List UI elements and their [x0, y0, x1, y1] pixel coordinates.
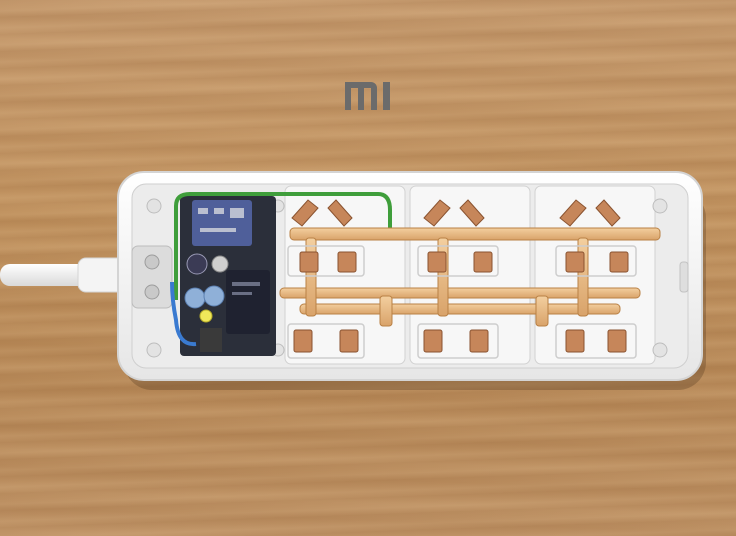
outlet-contacts [291, 199, 629, 353]
blue-wire [170, 281, 197, 347]
relay [226, 270, 270, 334]
mi-logo [345, 82, 390, 110]
socket-frames [287, 245, 637, 359]
end-clip [679, 261, 689, 293]
power-chip [200, 328, 222, 352]
input-terminal [131, 245, 173, 309]
wifi-module [192, 200, 252, 246]
green-wire [174, 192, 392, 300]
capacitors [184, 253, 229, 323]
